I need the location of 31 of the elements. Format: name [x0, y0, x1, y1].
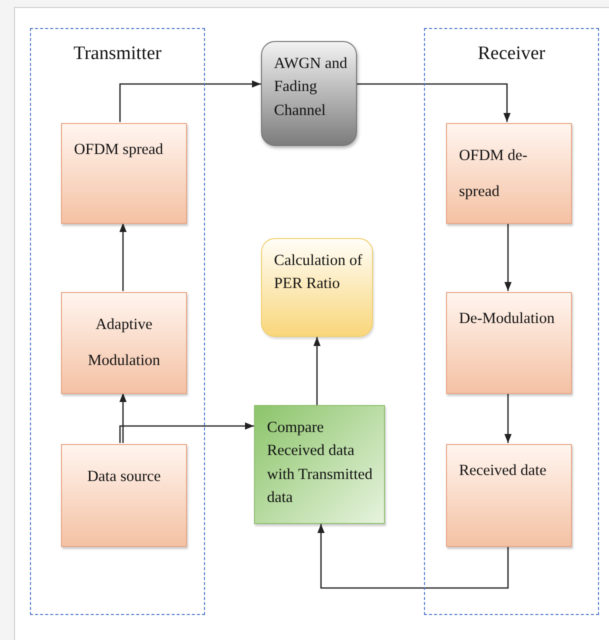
box-label: Calculation of PER Ratio: [274, 251, 364, 294]
group-frame: [30, 28, 205, 615]
group-frame: [424, 28, 599, 615]
box-label: De-Modulation: [459, 309, 556, 329]
process-box: [446, 123, 572, 224]
result-box: [261, 238, 373, 337]
arrow: [119, 80, 261, 122]
group-heading: Receiver: [476, 43, 546, 65]
box-label: Compare Received data with Transmitted data: [267, 418, 374, 508]
box-label: OFDM spread: [74, 140, 164, 160]
process-box: [446, 292, 572, 394]
box-label: AWGN and Fading Channel: [274, 54, 348, 120]
arrow: [504, 223, 512, 291]
process-box: [61, 444, 187, 547]
arrow: [504, 393, 512, 443]
compare-box: [254, 405, 385, 524]
process-box: [446, 444, 572, 547]
arrow: [313, 337, 321, 405]
arrow: [119, 422, 254, 443]
arrow: [119, 393, 127, 443]
group-heading: Transmitter: [72, 43, 162, 65]
box-label: Received date: [459, 461, 548, 481]
arrow: [317, 524, 509, 589]
channel-box: [261, 41, 357, 146]
box-label: Adaptive Modulation: [86, 315, 162, 371]
arrow: [119, 223, 127, 291]
arrow: [357, 83, 511, 122]
box-label: OFDM de- spread: [459, 146, 528, 202]
process-box: [61, 123, 187, 224]
process-box: [61, 292, 187, 394]
box-label: Data source: [86, 467, 162, 487]
